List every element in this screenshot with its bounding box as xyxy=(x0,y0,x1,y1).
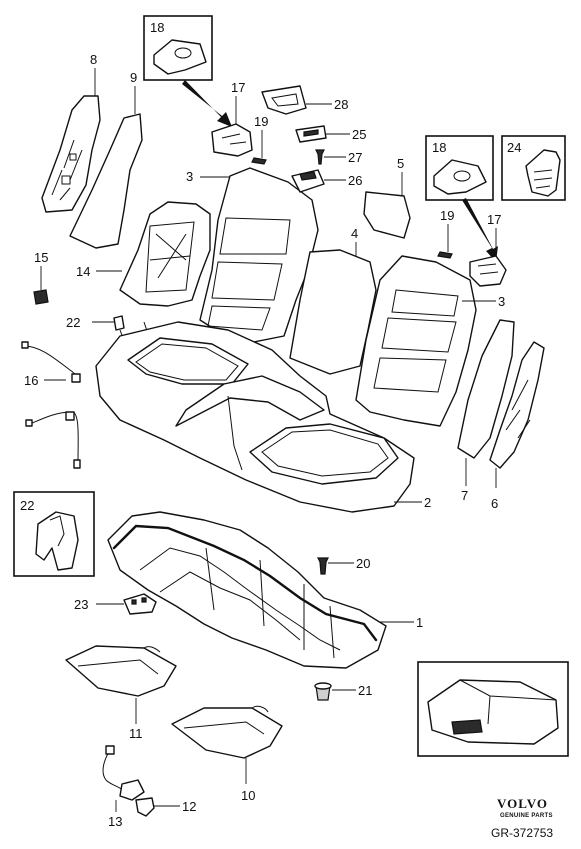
part-12-clip: 12 xyxy=(135,797,196,817)
callout-3-right: 3 xyxy=(498,294,505,309)
part-6-side-trim: 6 xyxy=(489,341,545,511)
part-3-left-backrest: 3 xyxy=(186,167,319,343)
callout-20: 20 xyxy=(356,556,370,571)
callout-22: 22 xyxy=(66,315,80,330)
part-19-screw-right: 19 xyxy=(437,208,454,259)
part-14-backrest-frame: 14 xyxy=(76,201,211,307)
arrow-18-to-17-right xyxy=(462,198,498,262)
part-21-nut: 21 xyxy=(314,682,372,701)
part-4-center-panel: 4 xyxy=(289,226,377,375)
part-8-side-trim: 8 xyxy=(41,52,101,213)
callout-8: 8 xyxy=(90,52,97,67)
callout-7: 7 xyxy=(461,488,468,503)
callout-19-left: 19 xyxy=(254,114,268,129)
part-17-bracket-right: 17 xyxy=(469,212,507,287)
callout-19-right: 19 xyxy=(440,208,454,223)
part-10-lower-cover: 10 xyxy=(171,705,283,803)
callout-9: 9 xyxy=(130,70,137,85)
callout-5: 5 xyxy=(397,156,404,171)
callout-17-right: 17 xyxy=(487,212,501,227)
callout-21: 21 xyxy=(358,683,372,698)
callout-22-inset: 22 xyxy=(20,498,34,513)
callout-3-left: 3 xyxy=(186,169,193,184)
callout-6: 6 xyxy=(491,496,498,511)
callout-24: 24 xyxy=(507,140,521,155)
inset-armrest-cushion xyxy=(417,661,569,757)
part-16-wire-harness: 16 xyxy=(21,341,81,469)
arrow-18-to-17 xyxy=(182,80,232,127)
callout-13: 13 xyxy=(108,814,122,829)
part-9-side-bolster: 9 xyxy=(69,70,143,249)
part-13-wire: 13 xyxy=(102,745,145,829)
inset-22: 22 xyxy=(13,491,95,577)
callout-1: 1 xyxy=(416,615,423,630)
part-17-bracket-left: 17 xyxy=(211,80,253,157)
callout-11: 11 xyxy=(129,726,143,741)
part-26-bracket: 26 xyxy=(291,169,362,193)
brand-name: VOLVO xyxy=(497,796,548,811)
part-15-clip: 15 xyxy=(33,250,49,305)
part-5-panel: 5 xyxy=(363,156,411,239)
callout-28: 28 xyxy=(334,97,348,112)
volvo-logo: VOLVO GENUINE PARTS xyxy=(497,796,553,819)
callout-16: 16 xyxy=(24,373,38,388)
callout-15: 15 xyxy=(34,250,48,265)
part-23-bracket: 23 xyxy=(74,593,157,615)
part-11-lower-cover: 11 xyxy=(65,645,177,741)
diagram-reference: GR-372753 xyxy=(491,826,553,840)
callout-26: 26 xyxy=(348,173,362,188)
callout-14: 14 xyxy=(76,264,90,279)
callout-4: 4 xyxy=(351,226,358,241)
part-19-screw-left: 19 xyxy=(251,114,268,165)
callout-23: 23 xyxy=(74,597,88,612)
callout-2: 2 xyxy=(424,495,431,510)
inset-24: 24 xyxy=(501,135,566,201)
part-25-clip: 25 xyxy=(295,125,366,143)
callout-18-right: 18 xyxy=(432,140,446,155)
part-2-seat-cushion: 2 xyxy=(95,321,431,513)
part-3-right-backrest: 3 xyxy=(355,255,505,427)
callout-17-left: 17 xyxy=(231,80,245,95)
part-7-side-bolster: 7 xyxy=(457,319,515,503)
inset-18-top: 18 xyxy=(143,15,232,127)
callout-18-top: 18 xyxy=(150,20,164,35)
brand-tagline: GENUINE PARTS xyxy=(500,813,553,819)
part-1-seat-frame: 1 xyxy=(107,511,423,669)
callout-25: 25 xyxy=(352,127,366,142)
part-20-screw: 20 xyxy=(317,556,370,575)
part-27-screw: 27 xyxy=(315,149,362,165)
inset-18-right: 18 xyxy=(425,135,498,262)
part-28-armrest-cover: 28 xyxy=(261,85,348,115)
callout-10: 10 xyxy=(241,788,255,803)
callout-12: 12 xyxy=(182,799,196,814)
callout-27: 27 xyxy=(348,150,362,165)
